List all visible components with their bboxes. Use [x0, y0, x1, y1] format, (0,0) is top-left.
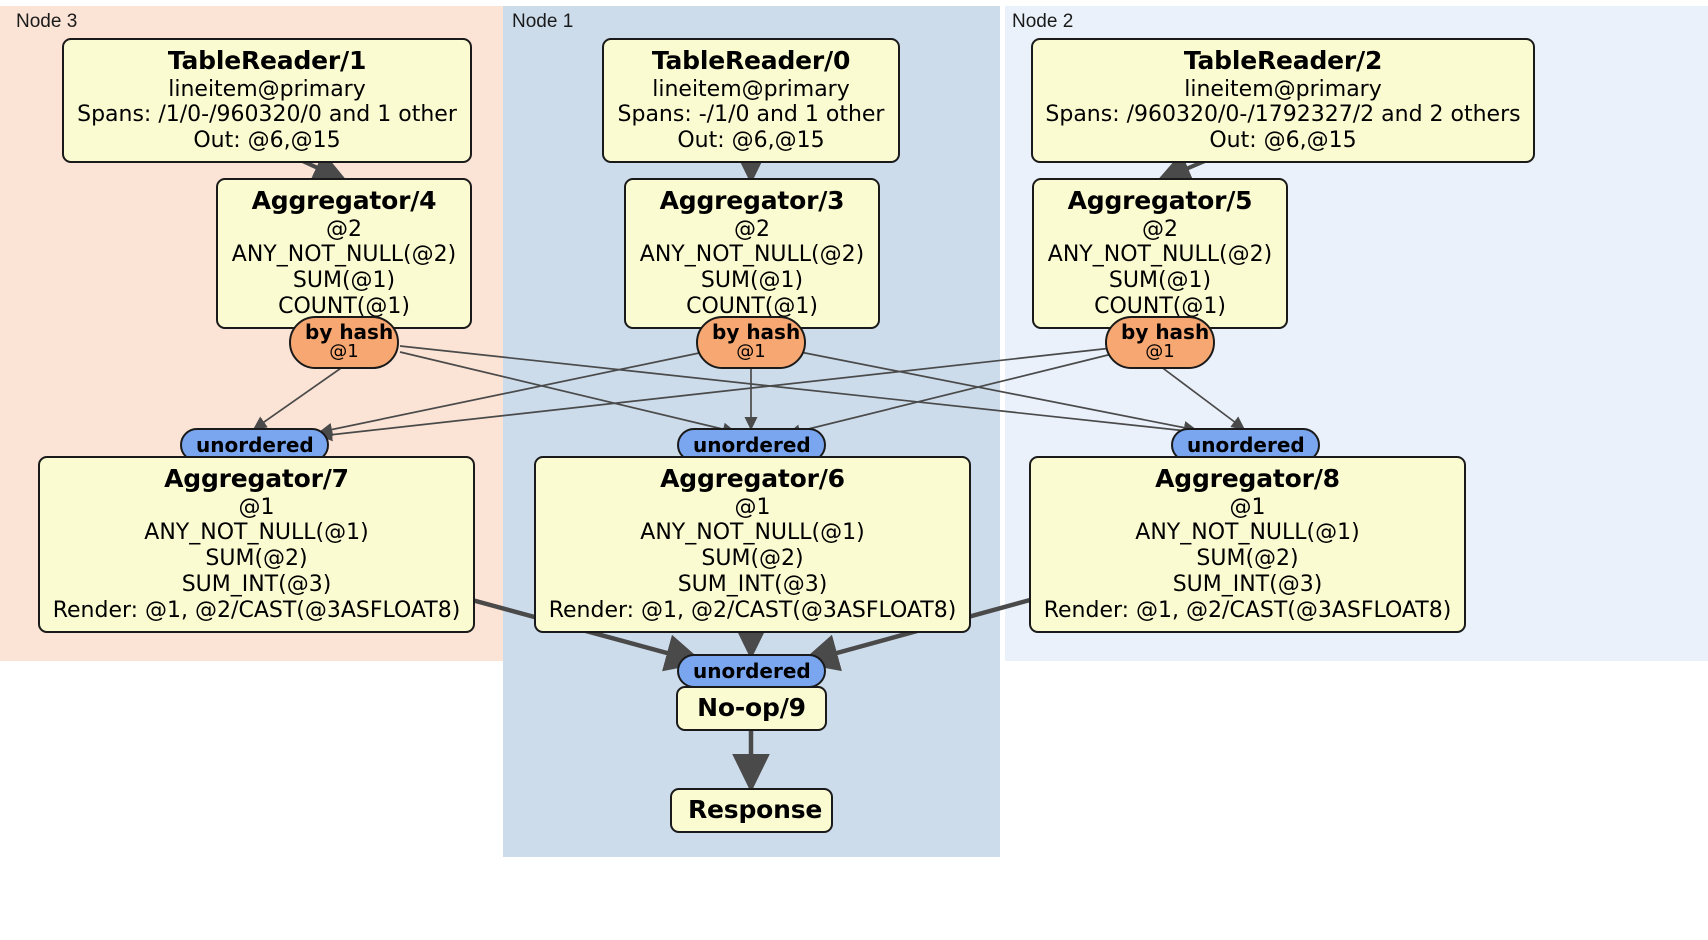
synchronizer-label: unordered [196, 433, 314, 457]
router-label: by hash [712, 320, 801, 344]
node-line: @1 [734, 494, 771, 520]
node-title: Response [688, 795, 823, 824]
node-line: SUM_INT(@3) [181, 572, 332, 598]
node-title: TableReader/2 [1183, 46, 1383, 75]
node-panel-node2-label: Node 2 [1012, 11, 1074, 32]
synchronizer-label: unordered [693, 659, 811, 683]
node-table-reader-2[interactable]: TableReader/2 lineitem@primary Spans: /9… [1031, 38, 1535, 164]
node-line: ANY_NOT_NULL(@1) [1135, 520, 1360, 546]
node-panel-node1-label: Node 1 [512, 11, 574, 32]
router-column: @1 [1145, 341, 1175, 363]
router-pill-by-hash-right[interactable]: by hash @1 [1105, 316, 1215, 369]
node-line: lineitem@primary [652, 76, 850, 102]
node-line: SUM(@2) [205, 546, 308, 572]
node-no-op-9[interactable]: No-op/9 [676, 686, 827, 731]
router-label: by hash [305, 320, 394, 344]
node-title: TableReader/1 [167, 46, 367, 75]
node-title: TableReader/0 [651, 46, 851, 75]
node-line: Spans: /1/0-/960320/0 and 1 other [77, 102, 457, 128]
node-aggregator-8[interactable]: Aggregator/8 @1 ANY_NOT_NULL(@1) SUM(@2)… [1029, 456, 1466, 634]
node-line: SUM(@2) [1196, 546, 1299, 572]
node-title: Aggregator/4 [251, 186, 437, 215]
node-line: SUM_INT(@3) [677, 572, 828, 598]
node-line: Render: @1, @2/CAST(@3ASFLOAT8) [52, 598, 461, 624]
node-title: No-op/9 [697, 693, 806, 722]
node-line: Out: @6,@15 [1209, 128, 1357, 154]
node-line: ANY_NOT_NULL(@1) [144, 520, 369, 546]
node-panel-node3-label: Node 3 [16, 11, 78, 32]
node-line: ANY_NOT_NULL(@1) [640, 520, 865, 546]
synchronizer-label: unordered [1187, 433, 1305, 457]
node-line: @2 [734, 216, 770, 242]
node-aggregator-5[interactable]: Aggregator/5 @2 ANY_NOT_NULL(@2) SUM(@1)… [1032, 178, 1288, 330]
node-aggregator-7[interactable]: Aggregator/7 @1 ANY_NOT_NULL(@1) SUM(@2)… [38, 456, 475, 634]
node-line: lineitem@primary [1184, 76, 1382, 102]
node-line: Out: @6,@15 [193, 128, 341, 154]
node-line: Spans: -/1/0 and 1 other [617, 102, 885, 128]
node-aggregator-3[interactable]: Aggregator/3 @2 ANY_NOT_NULL(@2) SUM(@1)… [624, 178, 880, 330]
node-line: @2 [1142, 216, 1178, 242]
node-aggregator-4[interactable]: Aggregator/4 @2 ANY_NOT_NULL(@2) SUM(@1)… [216, 178, 472, 330]
node-line: SUM(@1) [1108, 268, 1212, 294]
node-title: Aggregator/5 [1067, 186, 1253, 215]
node-line: SUM(@1) [700, 268, 804, 294]
synchronizer-pill-unordered-final[interactable]: unordered [677, 654, 826, 689]
synchronizer-label: unordered [693, 433, 811, 457]
node-line: lineitem@primary [168, 76, 366, 102]
router-pill-by-hash-left[interactable]: by hash @1 [289, 316, 399, 369]
node-line: Render: @1, @2/CAST(@3ASFLOAT8) [548, 598, 957, 624]
router-column: @1 [329, 341, 359, 363]
node-title: Aggregator/7 [164, 464, 349, 493]
node-line: SUM_INT(@3) [1172, 572, 1323, 598]
node-line: SUM(@1) [292, 268, 396, 294]
router-label: by hash [1121, 320, 1210, 344]
node-table-reader-1[interactable]: TableReader/1 lineitem@primary Spans: /1… [62, 38, 472, 164]
node-line: @1 [1229, 494, 1266, 520]
router-pill-by-hash-center[interactable]: by hash @1 [696, 316, 806, 369]
node-line: ANY_NOT_NULL(@2) [1047, 242, 1273, 268]
node-title: Aggregator/8 [1155, 464, 1340, 493]
node-line: ANY_NOT_NULL(@2) [231, 242, 457, 268]
node-aggregator-6[interactable]: Aggregator/6 @1 ANY_NOT_NULL(@1) SUM(@2)… [534, 456, 971, 634]
node-line: SUM(@2) [701, 546, 804, 572]
node-line: Render: @1, @2/CAST(@3ASFLOAT8) [1043, 598, 1452, 624]
node-title: Aggregator/3 [659, 186, 845, 215]
node-line: ANY_NOT_NULL(@2) [639, 242, 865, 268]
node-line: Out: @6,@15 [677, 128, 825, 154]
node-line: Spans: /960320/0-/1792327/2 and 2 others [1045, 102, 1521, 128]
node-title: Aggregator/6 [660, 464, 845, 493]
node-table-reader-0[interactable]: TableReader/0 lineitem@primary Spans: -/… [602, 38, 900, 164]
node-response[interactable]: Response [670, 788, 833, 833]
node-line: @2 [326, 216, 362, 242]
node-line: @1 [238, 494, 275, 520]
router-column: @1 [736, 341, 766, 363]
